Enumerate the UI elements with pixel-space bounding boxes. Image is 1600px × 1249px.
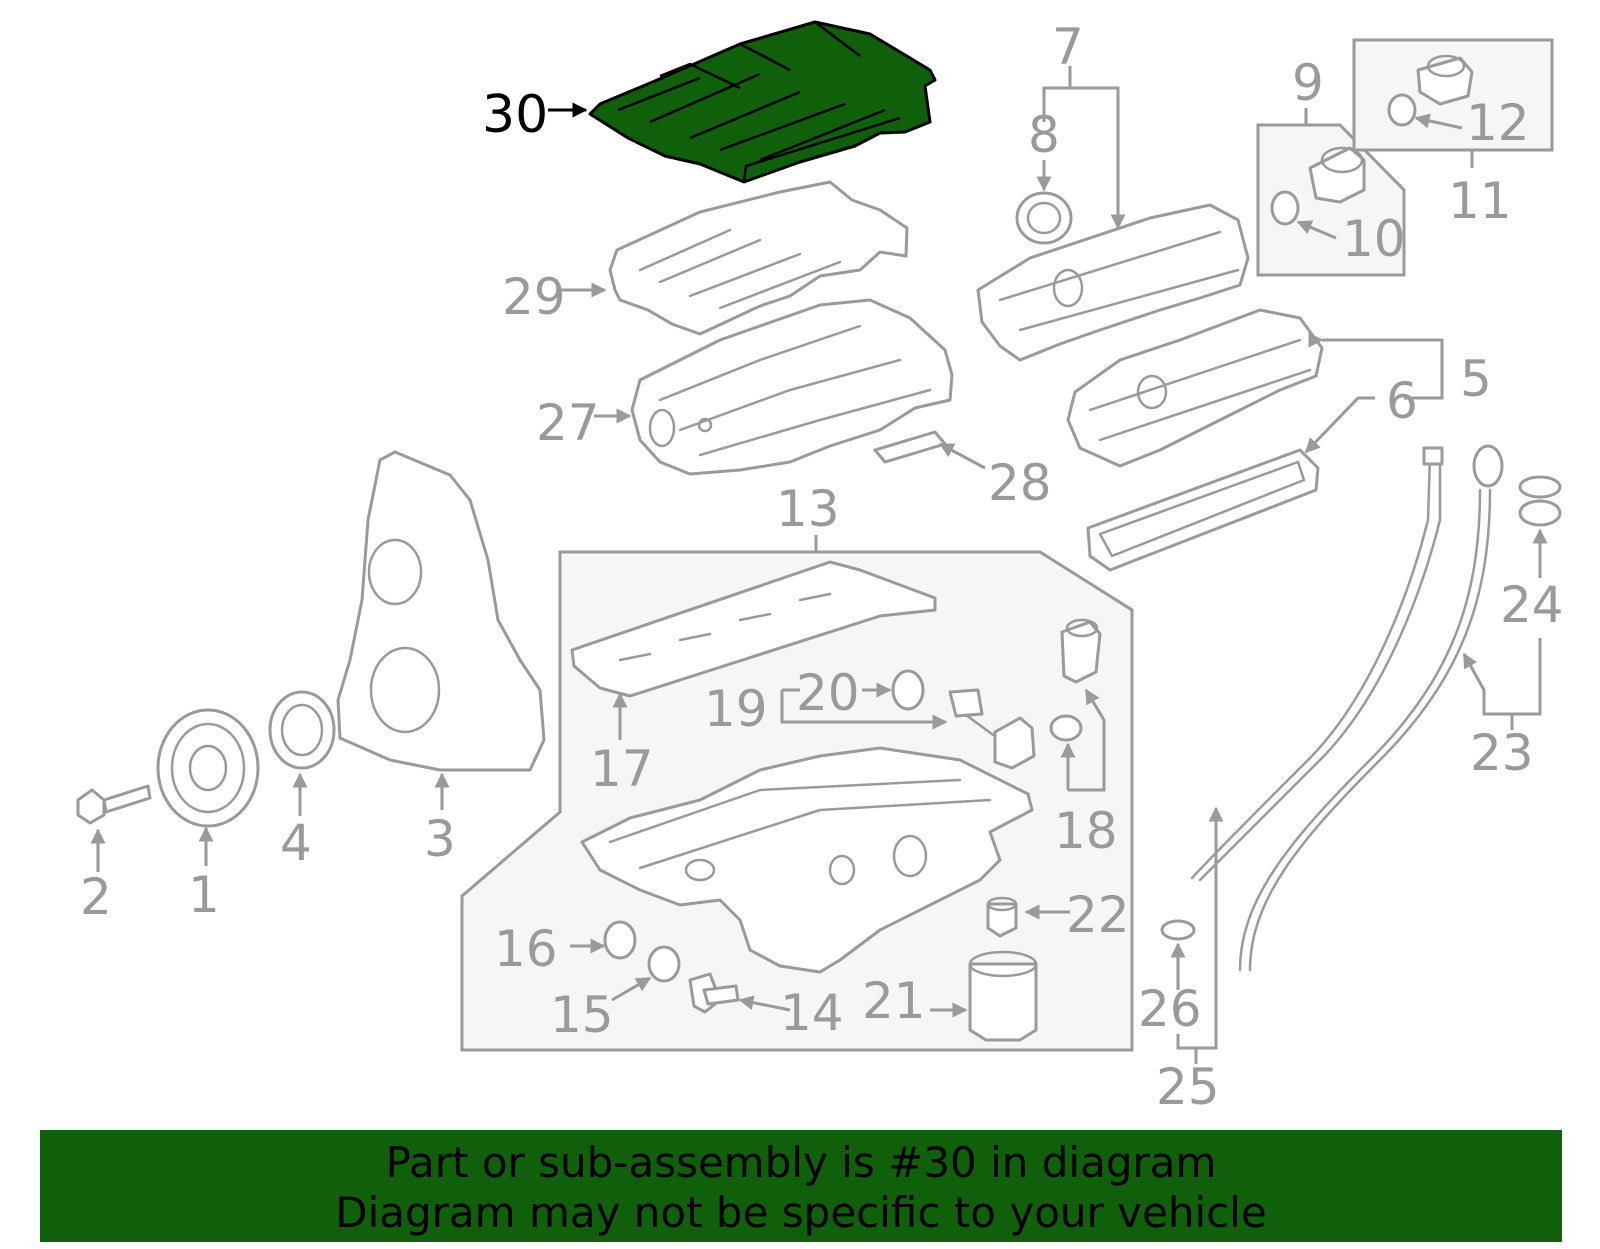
callout-label-27[interactable]: 27	[536, 394, 600, 452]
info-banner: Part or sub-assembly is #30 in diagram D…	[40, 1130, 1562, 1242]
part-26-seal[interactable]	[1160, 919, 1196, 941]
callout-label-14[interactable]: 14	[780, 984, 844, 1042]
callout-arrow-15	[611, 976, 652, 1002]
part-23-dipstick[interactable]	[1238, 444, 1504, 972]
callout-label-8[interactable]: 8	[1028, 106, 1060, 164]
part-17-baffle[interactable]	[570, 560, 937, 698]
callout-arrow-6	[1304, 396, 1375, 454]
part-12-o-ring[interactable]	[1387, 93, 1417, 127]
callout-bracket-5	[1308, 332, 1444, 400]
part-3-timing-cover[interactable]	[336, 450, 546, 772]
part-22-drain-plug[interactable]	[986, 896, 1018, 938]
part-24-o-rings[interactable]	[1518, 475, 1562, 527]
part-15-o-ring[interactable]	[647, 945, 681, 983]
callout-bracket-19	[780, 690, 948, 730]
part-7-valve-cover[interactable]	[976, 203, 1250, 362]
callout-label-6[interactable]: 6	[1386, 372, 1418, 430]
part-29-intake-cover[interactable]	[608, 180, 909, 336]
callout-label-20[interactable]: 20	[796, 664, 860, 722]
part-21-oil-filter[interactable]	[968, 950, 1038, 1042]
callout-label-16[interactable]: 16	[494, 920, 558, 978]
part-2-bolt[interactable]	[76, 784, 152, 825]
callout-label-7[interactable]: 7	[1052, 18, 1084, 76]
callout-label-23[interactable]: 23	[1470, 724, 1534, 782]
part-5-valve-cover[interactable]	[1066, 308, 1324, 468]
part-16-o-ring[interactable]	[603, 920, 637, 960]
part-11-cap[interactable]	[1416, 54, 1474, 106]
part-13-oil-pan[interactable]	[580, 746, 1034, 974]
part-25-dipstick-tube[interactable]	[1190, 446, 1444, 882]
callout-label-5[interactable]: 5	[1460, 350, 1492, 408]
callout-arrow-14	[738, 995, 791, 1012]
part-28-gasket[interactable]	[873, 430, 947, 464]
part-20-o-ring[interactable]	[891, 669, 925, 711]
callout-label-30[interactable]: 30	[482, 85, 548, 145]
callout-label-26[interactable]: 26	[1138, 980, 1202, 1038]
callout-label-15[interactable]: 15	[550, 986, 614, 1044]
part-14-bolt[interactable]	[688, 972, 740, 1014]
callout-label-29[interactable]: 29	[502, 268, 566, 326]
part-10-o-ring[interactable]	[1270, 190, 1300, 226]
callout-arrow-10	[1296, 220, 1337, 240]
callout-label-2[interactable]: 2	[80, 868, 112, 926]
part-30-engine-cover[interactable]	[588, 20, 937, 184]
callout-bracket-7	[1042, 86, 1126, 230]
part-27-intake-manifold[interactable]	[630, 298, 954, 476]
callout-label-10[interactable]: 10	[1342, 210, 1406, 268]
part-6-gasket[interactable]	[1086, 448, 1320, 572]
part-18-oil-filter-adapter[interactable]	[1049, 618, 1102, 742]
callout-label-11[interactable]: 11	[1448, 172, 1512, 230]
callout-label-24[interactable]: 24	[1500, 576, 1564, 634]
callout-label-18[interactable]: 18	[1054, 802, 1118, 860]
callout-arrow-12	[1414, 113, 1463, 130]
part-1-balancer[interactable]	[156, 708, 260, 828]
callout-label-21[interactable]: 21	[862, 972, 926, 1030]
callout-label-3[interactable]: 3	[424, 810, 456, 868]
callout-label-1[interactable]: 1	[188, 866, 220, 924]
banner-line-disclaimer: Diagram may not be specific to your vehi…	[335, 1188, 1267, 1237]
part-19-sensor[interactable]	[948, 688, 1036, 770]
callout-label-25[interactable]: 25	[1156, 1058, 1220, 1116]
callout-arrow-28	[938, 442, 986, 470]
callout-label-12[interactable]: 12	[1466, 94, 1530, 152]
callout-label-9[interactable]: 9	[1292, 54, 1324, 112]
part-8-seal[interactable]	[1015, 191, 1073, 245]
callout-label-28[interactable]: 28	[988, 454, 1052, 512]
callout-label-17[interactable]: 17	[590, 740, 654, 798]
callout-label-4[interactable]: 4	[280, 814, 312, 872]
callout-bracket-18	[1068, 688, 1106, 792]
part-9-oil-filler[interactable]	[1308, 146, 1366, 204]
callout-label-13[interactable]: 13	[776, 480, 840, 538]
callout-label-19[interactable]: 19	[704, 680, 768, 738]
part-4-seal[interactable]	[268, 690, 336, 770]
banner-line-part: Part or sub-assembly is #30 in diagram	[385, 1138, 1217, 1187]
callout-label-22[interactable]: 22	[1066, 886, 1130, 944]
callout-bracket-23	[1462, 638, 1542, 716]
